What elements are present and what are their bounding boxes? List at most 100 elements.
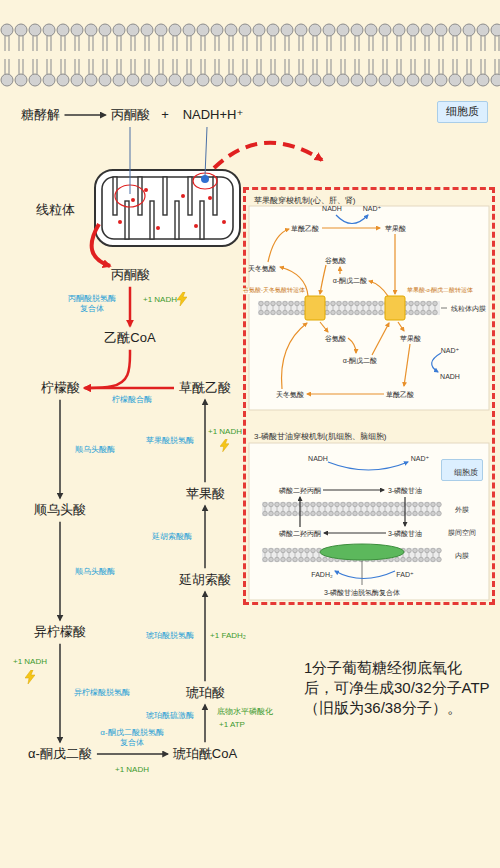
membrane-band: [299, 511, 304, 516]
metabolite: 苹果酸: [184, 485, 227, 503]
membrane-band: [389, 511, 394, 516]
shuttle-arrow: [432, 353, 441, 372]
membrane-band: [437, 548, 442, 553]
part-label: NAD⁺: [363, 205, 381, 212]
transporter: [305, 296, 405, 320]
shuttle-arrow: [307, 393, 384, 394]
part-label: 线粒体: [36, 203, 75, 218]
membrane-band: [409, 310, 414, 315]
node-text: 琥珀酰CoA: [173, 746, 237, 762]
membrane-band: [281, 548, 286, 553]
shuttle-arrow: [336, 215, 368, 224]
membrane-band: [413, 557, 418, 562]
part-label: 外膜: [455, 506, 469, 513]
lightning-icon: [220, 439, 229, 452]
membrane-band: [437, 502, 442, 507]
membrane-band: [427, 301, 432, 306]
pathway-step: 糖酵解: [19, 106, 62, 124]
membrane-band: [283, 301, 288, 306]
membrane-band: [343, 310, 348, 315]
yield-note: +1 NADH: [115, 765, 149, 774]
shuttle-arrow: [299, 497, 300, 527]
part-label: FADH₂: [311, 571, 332, 578]
shuttle-arrow: [348, 338, 356, 353]
leader-line: [362, 561, 363, 585]
enzyme-complex: [320, 544, 404, 560]
mitochondrion: [181, 194, 185, 198]
mitochondrion: [156, 226, 160, 230]
membrane-band: [421, 301, 426, 306]
membrane-band: [317, 557, 322, 562]
enzyme-label: 柠檬酸合酶: [112, 395, 152, 405]
node-text: 丙酮酸: [111, 107, 150, 123]
part-label: FAD⁺: [396, 571, 413, 578]
enzyme-label: 顺乌头酸酶: [75, 567, 115, 577]
yield-note: +1 NADH: [13, 657, 47, 666]
mitochondrion: [208, 196, 212, 200]
pathway-arrow: [204, 592, 206, 681]
membrane-band: [407, 511, 412, 516]
mitochondrion: [138, 177, 142, 215]
membrane-band: [383, 511, 388, 516]
summary-note: 1分子葡萄糖经彻底氧化后，可净生成30/32分子ATP（旧版为36/38分子）。: [304, 658, 492, 719]
mitochondrion: [222, 220, 226, 224]
node-text: 苹果酸: [186, 486, 225, 502]
pathway-arrow: [85, 350, 130, 388]
metabolite: 丙酮酸: [109, 266, 152, 284]
membrane-band: [401, 557, 406, 562]
membrane-band: [367, 310, 372, 315]
membrane-band: [287, 511, 292, 516]
part-label: NADH: [308, 455, 328, 462]
node-text: 糖酵解: [21, 107, 60, 123]
metabolite: 琥珀酰CoA: [171, 745, 239, 763]
enzyme-complex: [320, 544, 404, 560]
membrane-band: [305, 548, 310, 553]
part-label: 磷酸二羟丙酮: [279, 530, 321, 537]
lightning-icon: [25, 670, 35, 684]
yield-note: +1 ATP: [219, 720, 245, 729]
membrane-band: [413, 502, 418, 507]
shuttle-arrow: [394, 234, 395, 294]
transporter: [385, 296, 405, 320]
mitochondrion: [131, 198, 135, 202]
membrane-band: [299, 548, 304, 553]
membrane-band: [335, 502, 340, 507]
membrane-band: [287, 548, 292, 553]
enzyme-label: 琥珀酰硫激酶: [146, 711, 194, 721]
membrane-band: [353, 502, 358, 507]
node-text: 细胞质: [446, 462, 478, 478]
shuttle-arrow: [369, 281, 388, 296]
pathway-arrow: [97, 753, 168, 755]
compartment-tag: 细胞质: [441, 459, 483, 481]
membrane-band: [293, 557, 298, 562]
enzyme-label: α-酮戊二酸脱氢酶复合体: [99, 728, 165, 747]
part-label: 膜间空间: [448, 529, 476, 536]
membrane-band: [437, 511, 442, 516]
membrane-band: [355, 301, 360, 306]
membrane-band: [359, 502, 364, 507]
shuttle-panel-ground: [249, 206, 489, 410]
membrane-band: [409, 301, 414, 306]
membrane-band: [331, 301, 336, 306]
part-label: α-酮戊二酸: [343, 357, 377, 364]
enzyme-label: 丙酮酸脱氢酶复合体: [67, 294, 117, 313]
shuttle-panel-ground: [249, 443, 489, 600]
membrane-band: [323, 502, 328, 507]
membrane-band: [367, 301, 372, 306]
membrane-band: [331, 310, 336, 315]
membrane-band: [419, 557, 424, 562]
membrane-band: [425, 557, 430, 562]
membrane-band: [258, 301, 441, 562]
pathway-arrow: [204, 705, 206, 742]
yield-note: +1 NADH: [143, 295, 177, 304]
shuttle-arrow: [323, 489, 384, 490]
part-label: NAD⁺: [411, 455, 429, 462]
part-label: 3-磷酸甘油: [388, 530, 422, 537]
part-label: NAD⁺: [441, 347, 459, 354]
membrane-band: [311, 557, 316, 562]
shuttle-arrow: [268, 215, 441, 579]
membrane-band: [359, 511, 364, 516]
node-text: 细胞质: [446, 105, 479, 118]
